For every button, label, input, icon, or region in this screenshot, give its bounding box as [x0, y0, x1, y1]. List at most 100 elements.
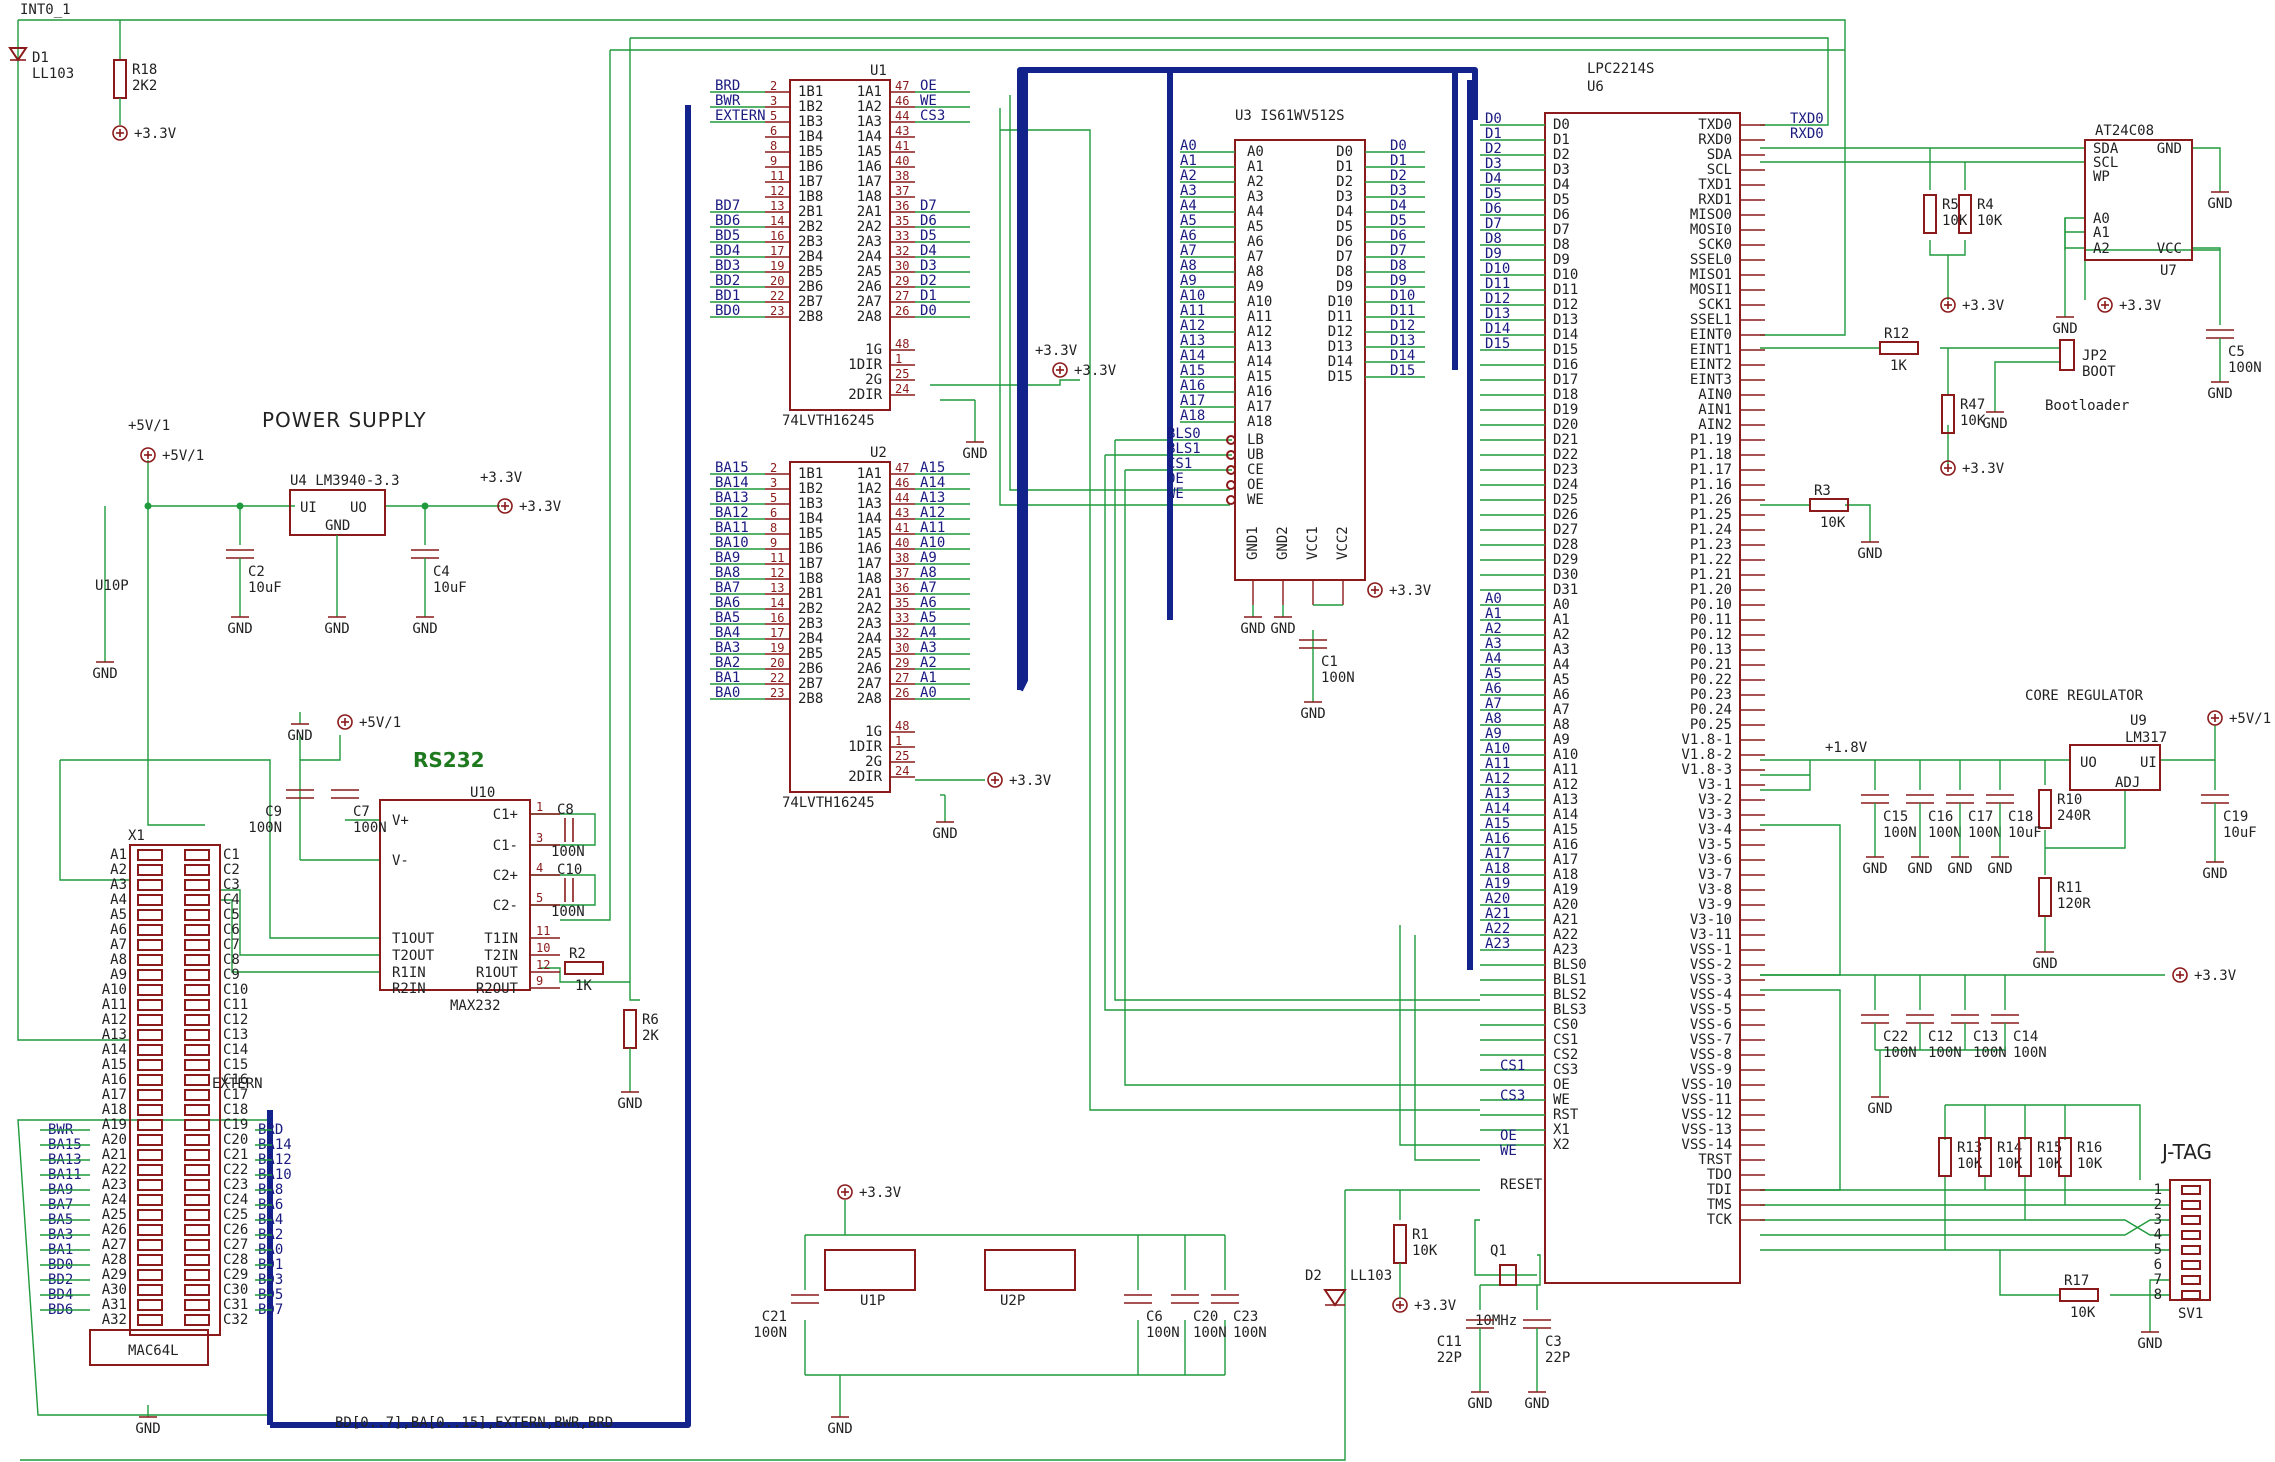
u2-pin-right: 1A3 — [857, 496, 882, 512]
u2-pin-num-right: 46 — [895, 476, 909, 490]
jp2-body — [2059, 339, 2075, 371]
gnd-label: GND — [827, 1421, 852, 1437]
u2-net-right: A12 — [920, 505, 945, 521]
u6-net-left: D10 — [1485, 261, 1510, 277]
u2-pin-num-right: 27 — [895, 671, 909, 685]
gnd-label: GND — [412, 621, 437, 637]
r15-body — [2018, 1137, 2032, 1177]
u7-pin-gnd: GND — [2157, 141, 2182, 157]
x1-pin-left: A12 — [102, 1012, 127, 1028]
u1-pin-num-left: 2 — [770, 79, 777, 93]
c9-value: 100N — [248, 820, 282, 836]
x1-pin-pad-left — [137, 1149, 163, 1161]
x1-pin-right: C19 — [223, 1117, 248, 1133]
x1-pin-pad-left — [137, 939, 163, 951]
eeprom-gnd2-wire — [2192, 147, 2221, 180]
x1-pin-right: C22 — [223, 1162, 248, 1178]
v33-cap-wire — [1874, 975, 2006, 1010]
q1-body — [1499, 1264, 1517, 1286]
r2-body — [564, 961, 604, 975]
x1-pin-left: A10 — [102, 982, 127, 998]
r5-body — [1923, 194, 1937, 234]
u1-pin-right: 1A6 — [857, 159, 882, 175]
u2-net-right: A2 — [920, 655, 937, 671]
u6-pin-left: D30 — [1553, 567, 1578, 583]
x1-pin-pad-left — [137, 1179, 163, 1191]
x1-pin-right: C4 — [223, 892, 240, 908]
r2-ref: R2 — [569, 946, 586, 962]
u1-pin-left: 2B3 — [798, 234, 823, 250]
u6-net-left: A14 — [1485, 801, 1510, 817]
x1-pin-pad-right — [184, 1209, 210, 1221]
u6-pin-left: A18 — [1553, 867, 1578, 883]
u2-pin-num-right: 33 — [895, 611, 909, 625]
x1-body — [129, 844, 221, 1336]
x1-pin-right: C23 — [223, 1177, 248, 1193]
u6-pin-right: VSS-6 — [1690, 1017, 1732, 1033]
u6-pin-left: A4 — [1553, 657, 1570, 673]
u6-pin-left: D22 — [1553, 447, 1578, 463]
u3-pin-right: D1 — [1336, 159, 1353, 175]
u1-net-left: BD3 — [715, 258, 740, 274]
r1-ref: R1 — [1412, 1227, 1429, 1243]
u6-pin-left: D15 — [1553, 342, 1578, 358]
u2-net-left: BA15 — [715, 460, 749, 476]
cs1-wire — [1124, 469, 1480, 1086]
u3-ctrl-net: BLS1 — [1167, 441, 1201, 457]
v3-bus-wire — [1760, 824, 1841, 976]
u3-net-right: D8 — [1390, 258, 1407, 274]
u3-ctrl-net: BLS0 — [1167, 426, 1201, 442]
u6-pin-left: D26 — [1553, 507, 1578, 523]
u4-ui: UI — [300, 500, 317, 516]
u1-pin-num-right: 33 — [895, 229, 909, 243]
x1-pin-left: A24 — [102, 1192, 127, 1208]
u1-net-right: D2 — [920, 273, 937, 289]
ps-v33-text: +3.3V — [480, 470, 523, 486]
u6-oe-net: OE — [1500, 1128, 1517, 1144]
u3-ctrl-net: WE — [1167, 486, 1184, 502]
u6-pin-left: A22 — [1553, 927, 1578, 943]
max232-wire — [60, 759, 380, 939]
u3-pin-left: A15 — [1247, 369, 1272, 385]
gnd-label: GND — [1862, 861, 1887, 877]
u7-pin-left: A1 — [2093, 225, 2110, 241]
u10-pin-left: V- — [392, 853, 409, 869]
c21-ref: C21 — [762, 1309, 787, 1325]
x1-pin-right: C1 — [223, 847, 240, 863]
r3-wire — [1760, 504, 1871, 530]
r16-body — [2058, 1137, 2072, 1177]
u3-net-left: A10 — [1180, 288, 1205, 304]
u3-net-left: A17 — [1180, 393, 1205, 409]
u3-net-right: D11 — [1390, 303, 1415, 319]
u2-net-right: A11 — [920, 520, 945, 536]
u1-pin-num-right: 46 — [895, 94, 909, 108]
u6-cs1-net: CS1 — [1500, 1058, 1525, 1074]
q1-value: 10MHz — [1475, 1313, 1517, 1329]
x1-value: MAC64L — [128, 1343, 179, 1359]
bus-layer — [267, 67, 1478, 1428]
r1-body — [1393, 1224, 1407, 1264]
u6-pin-right: V1.8-2 — [1681, 747, 1732, 763]
u3-pin-left: A12 — [1247, 324, 1272, 340]
u6-pin-right: P0.11 — [1690, 612, 1732, 628]
c17-ref: C17 — [1968, 809, 1993, 825]
r11-value: 120R — [2057, 896, 2091, 912]
u3-pin-left: A9 — [1247, 279, 1264, 295]
sv1-pin: 3 — [2154, 1212, 2162, 1228]
x1-pin-left: A32 — [102, 1312, 127, 1328]
u6-net-left: A20 — [1485, 891, 1510, 907]
i2c-v33-symbol — [1940, 297, 1956, 313]
u6-pin-right: MISO1 — [1690, 267, 1732, 283]
u2-pin-num-left: 8 — [770, 521, 777, 535]
x1-pin-pad-right — [184, 1014, 210, 1026]
u2-pin-left: 2B6 — [798, 661, 823, 677]
u2-net-left: BA4 — [715, 625, 740, 641]
x1-pin-right: C32 — [223, 1312, 248, 1328]
x1-pin-pad-right — [184, 999, 210, 1011]
u6-pin-right: P0.13 — [1690, 642, 1732, 658]
u3-pin-right: D4 — [1336, 204, 1353, 220]
junction-dot — [144, 502, 152, 510]
x1-pin-left: A20 — [102, 1132, 127, 1148]
u2-net-left: BA6 — [715, 595, 740, 611]
bypass-v33-symbol — [837, 1184, 853, 1200]
